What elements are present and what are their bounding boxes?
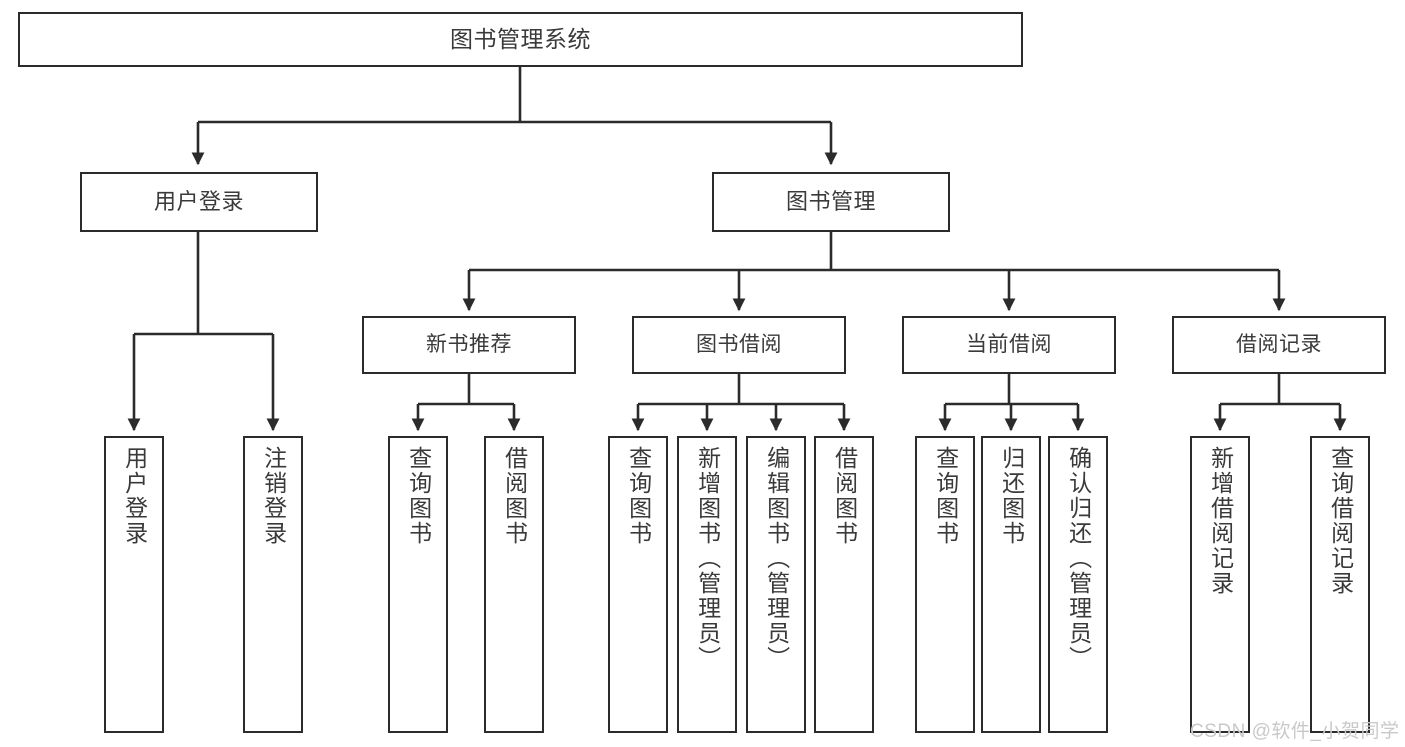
node-leaf-query-book-3[interactable]: 查询图书 bbox=[915, 436, 975, 733]
node-leaf-add-record-label: 新增借阅记录 bbox=[1207, 446, 1234, 596]
node-leaf-borrow-book-2-label: 借阅图书 bbox=[831, 446, 858, 546]
node-current-borrow[interactable]: 当前借阅 bbox=[902, 316, 1116, 374]
node-leaf-add-book-label: 新增图书（管理员） bbox=[694, 446, 721, 671]
node-root[interactable]: 图书管理系统 bbox=[18, 12, 1023, 67]
node-new-book-recommend[interactable]: 新书推荐 bbox=[362, 316, 576, 374]
node-leaf-confirm-return-label: 确认归还（管理员） bbox=[1065, 446, 1092, 671]
node-leaf-query-book-1[interactable]: 查询图书 bbox=[388, 436, 448, 733]
node-leaf-borrow-book-1[interactable]: 借阅图书 bbox=[484, 436, 544, 733]
node-book-manage[interactable]: 图书管理 bbox=[712, 172, 950, 232]
node-leaf-query-book-1-label: 查询图书 bbox=[405, 446, 432, 546]
node-leaf-return-book-label: 归还图书 bbox=[998, 446, 1025, 546]
node-user-login[interactable]: 用户登录 bbox=[80, 172, 318, 232]
node-root-label: 图书管理系统 bbox=[450, 25, 591, 52]
node-book-borrow-label: 图书借阅 bbox=[696, 332, 782, 356]
node-leaf-logout[interactable]: 注销登录 bbox=[243, 436, 303, 733]
node-leaf-logout-label: 注销登录 bbox=[260, 446, 287, 546]
node-leaf-add-book[interactable]: 新增图书（管理员） bbox=[677, 436, 737, 733]
node-borrow-record[interactable]: 借阅记录 bbox=[1172, 316, 1386, 374]
node-leaf-query-book-3-label: 查询图书 bbox=[932, 446, 959, 546]
node-leaf-query-record-label: 查询借阅记录 bbox=[1327, 446, 1354, 596]
node-current-borrow-label: 当前借阅 bbox=[966, 332, 1052, 356]
node-leaf-query-book-2[interactable]: 查询图书 bbox=[608, 436, 668, 733]
node-leaf-confirm-return[interactable]: 确认归还（管理员） bbox=[1048, 436, 1108, 733]
node-leaf-return-book[interactable]: 归还图书 bbox=[981, 436, 1041, 733]
node-leaf-add-record[interactable]: 新增借阅记录 bbox=[1190, 436, 1250, 733]
node-borrow-record-label: 借阅记录 bbox=[1236, 332, 1322, 356]
node-leaf-query-book-2-label: 查询图书 bbox=[625, 446, 652, 546]
watermark: CSDN @软件_小贺同学 bbox=[1190, 721, 1400, 742]
node-leaf-borrow-book-2[interactable]: 借阅图书 bbox=[814, 436, 874, 733]
node-leaf-borrow-book-1-label: 借阅图书 bbox=[501, 446, 528, 546]
node-book-borrow[interactable]: 图书借阅 bbox=[632, 316, 846, 374]
node-new-book-recommend-label: 新书推荐 bbox=[426, 332, 512, 356]
node-user-login-label: 用户登录 bbox=[153, 188, 244, 214]
node-book-manage-label: 图书管理 bbox=[785, 188, 876, 214]
node-leaf-user-login[interactable]: 用户登录 bbox=[104, 436, 164, 733]
node-leaf-edit-book-label: 编辑图书（管理员） bbox=[763, 446, 790, 671]
node-leaf-user-login-label: 用户登录 bbox=[121, 446, 148, 546]
node-leaf-query-record[interactable]: 查询借阅记录 bbox=[1310, 436, 1370, 733]
node-leaf-edit-book[interactable]: 编辑图书（管理员） bbox=[746, 436, 806, 733]
